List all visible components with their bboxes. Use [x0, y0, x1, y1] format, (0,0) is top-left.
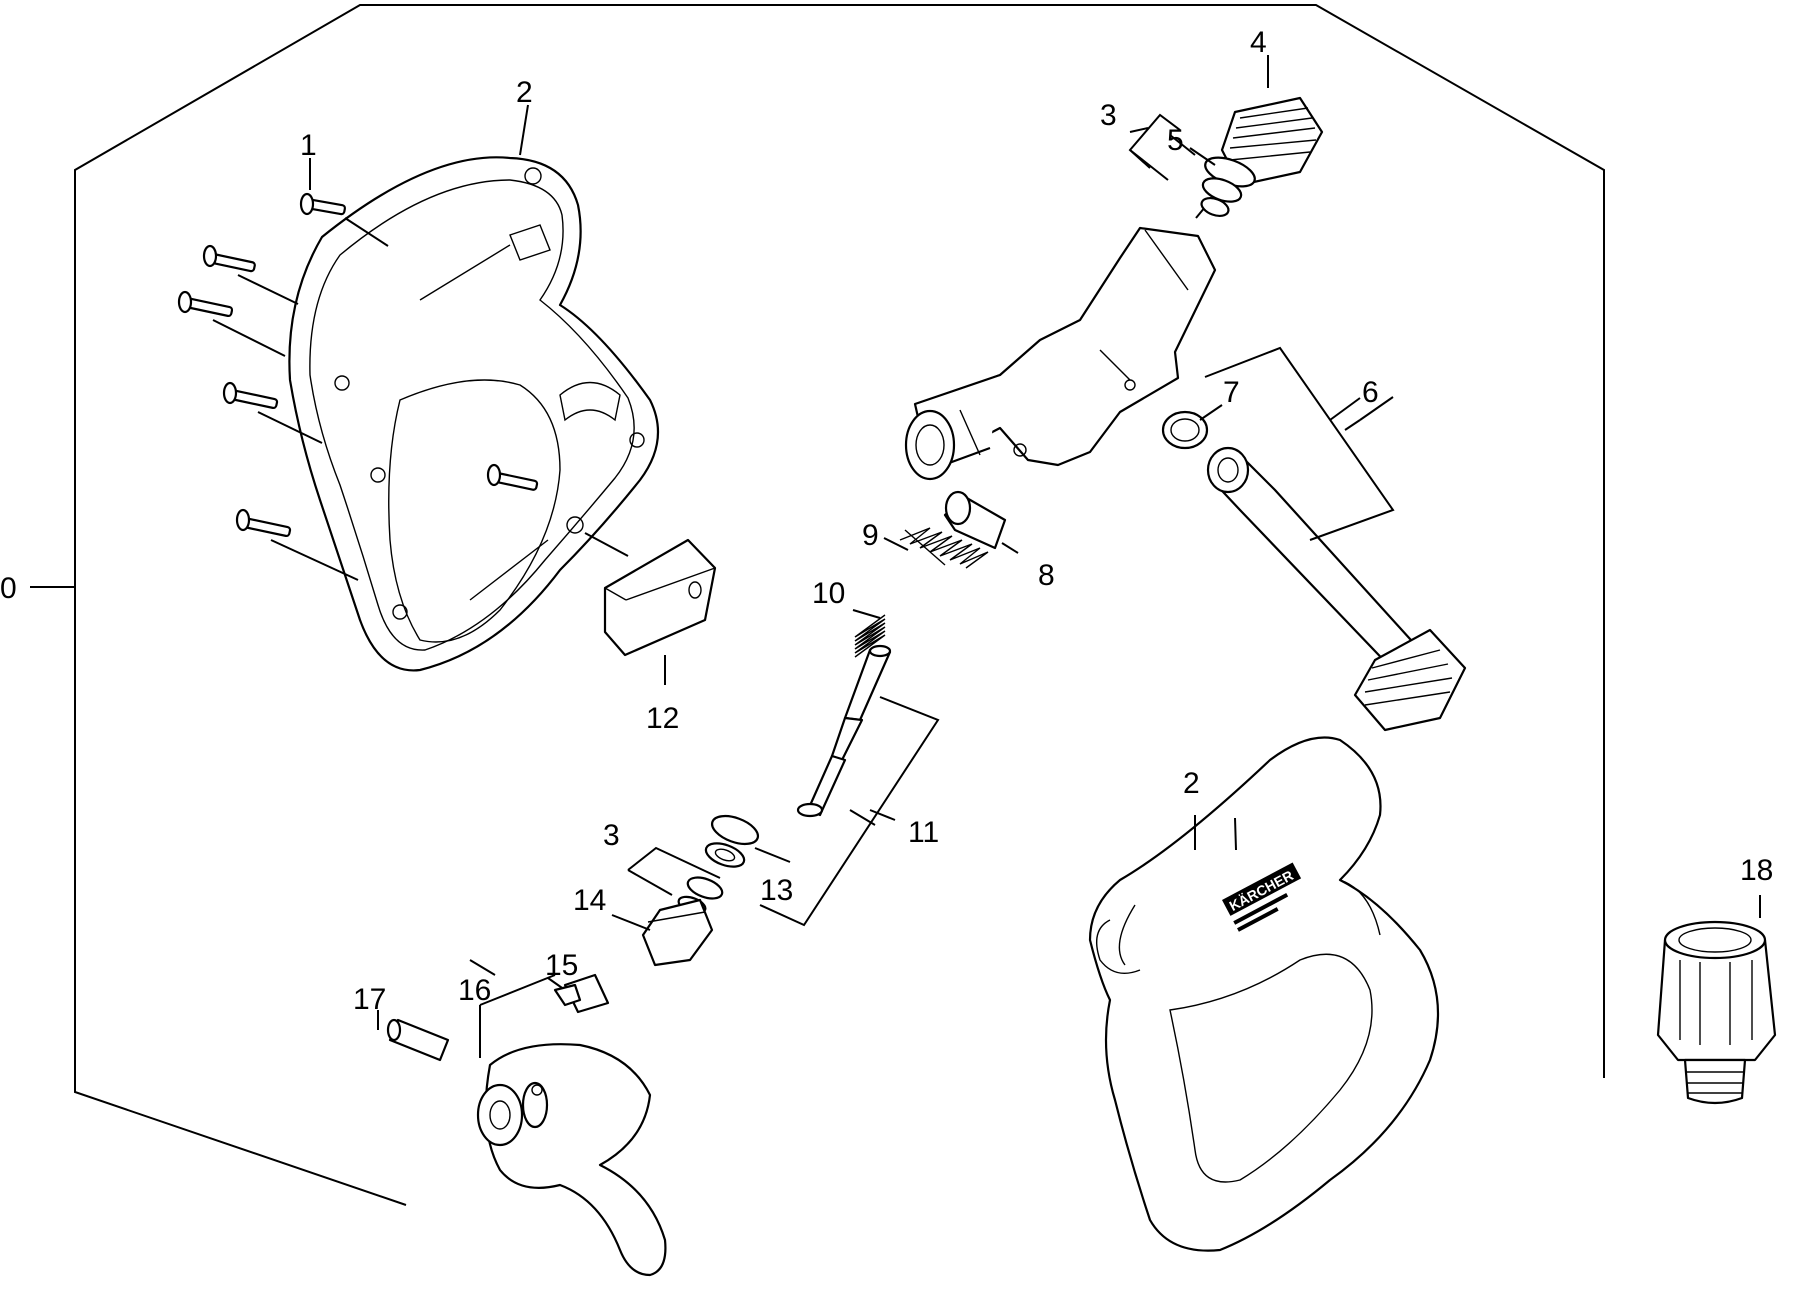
part-11-pin [796, 644, 892, 818]
part-6-tube [1206, 446, 1467, 732]
callout-3-top: 3 [1100, 99, 1117, 132]
callout-17: 17 [353, 983, 386, 1016]
part-18-coupling [1656, 895, 1777, 1105]
callout-3-bottom: 3 [603, 819, 620, 852]
karcher-logo [1222, 862, 1302, 916]
part-4-fitting [1220, 55, 1324, 187]
housing-half-left [288, 156, 660, 672]
callout-16: 16 [458, 974, 491, 1007]
callout-2-left: 2 [516, 76, 533, 109]
callout-0: 0 [0, 572, 17, 605]
trigger-lever [476, 1043, 667, 1277]
callout-15: 15 [545, 949, 578, 982]
callout-11: 11 [908, 816, 939, 849]
callout-1: 1 [300, 129, 317, 162]
callout-14: 14 [573, 884, 606, 917]
callout-labels: 0 1 2 3 4 5 6 7 8 9 10 11 12 13 14 15 16… [0, 26, 1773, 1016]
screw-leaders [212, 217, 629, 581]
screw-2 [202, 244, 256, 273]
bracket-11 [759, 696, 940, 927]
valve-body [904, 194, 1217, 481]
handle-shell: KÄRCHER [1088, 736, 1440, 1252]
screw-6 [486, 463, 539, 491]
callout-9: 9 [862, 519, 879, 552]
part-14-insert [611, 898, 714, 967]
callout-10: 10 [812, 577, 845, 610]
callout-8: 8 [1038, 559, 1055, 592]
part-17-pin [377, 1010, 450, 1062]
screw-4 [222, 381, 279, 410]
part-7-oring [1161, 404, 1223, 450]
screw-5 [235, 508, 292, 538]
callout-13: 13 [760, 874, 793, 907]
part-5-orings [1200, 156, 1256, 218]
callout-2-right: 2 [1183, 767, 1200, 800]
bracket-3-top [1128, 113, 1216, 181]
bracket-6 [1204, 346, 1395, 541]
part-12-block [603, 538, 717, 685]
part-8-seal [943, 490, 1019, 554]
callout-12: 12 [646, 702, 679, 735]
part-13-washer [704, 814, 791, 868]
callout-leaders [309, 104, 1361, 851]
assembly-frame [30, 4, 1605, 1206]
screw-1 [299, 192, 347, 216]
callout-7: 7 [1223, 376, 1240, 409]
callout-4: 4 [1250, 26, 1267, 59]
callout-5: 5 [1167, 124, 1184, 157]
part-9-spring [883, 527, 989, 569]
callout-6: 6 [1362, 376, 1379, 409]
callout-18: 18 [1740, 854, 1773, 887]
bracket-16 [469, 959, 582, 1058]
screw-3 [177, 290, 234, 318]
part-10-spring [852, 609, 886, 658]
